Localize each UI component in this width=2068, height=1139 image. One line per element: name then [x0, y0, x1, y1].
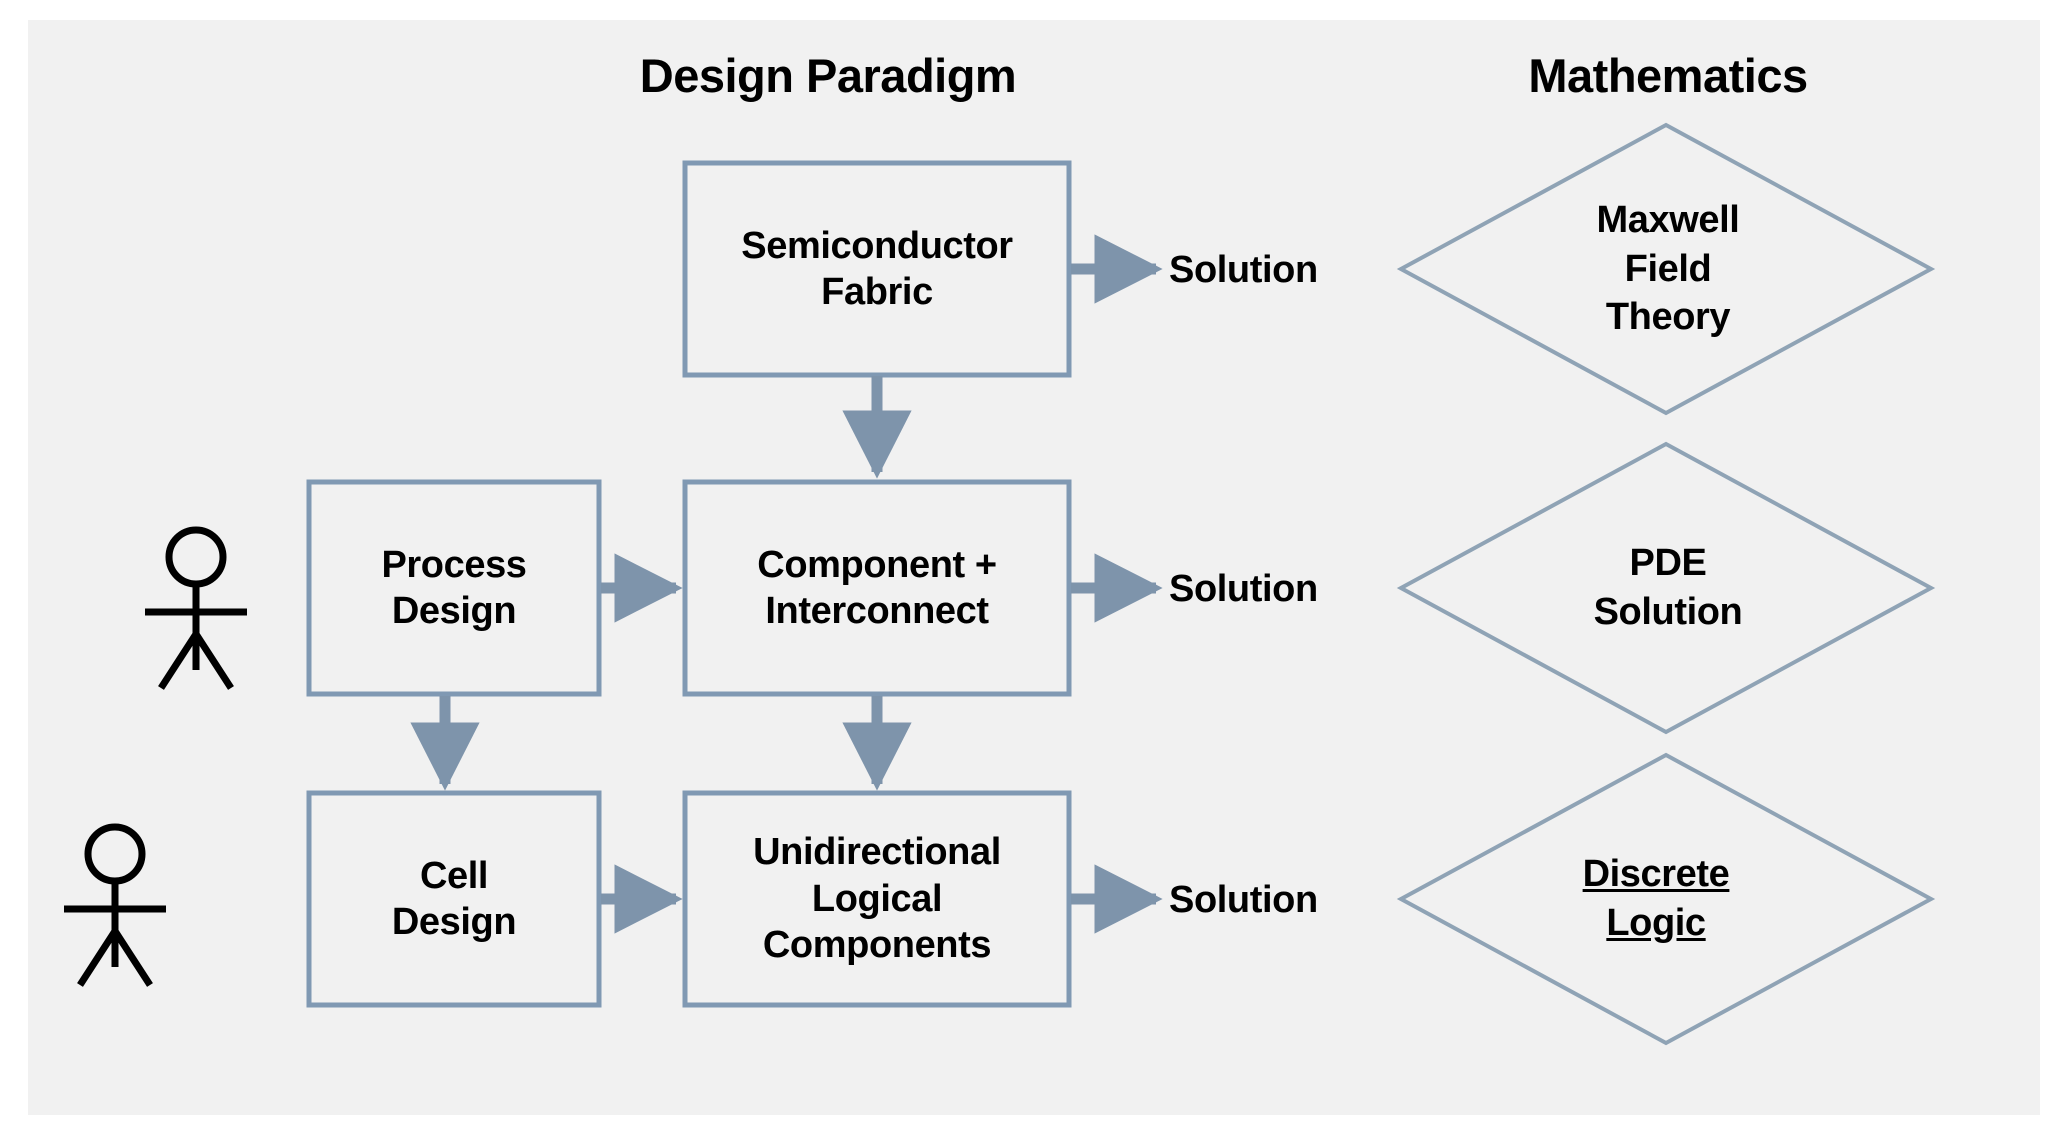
diamond-label-maxwell-field-theory: Maxwell Field Theory	[1538, 164, 1798, 374]
diamond-discrete-logic[interactable]	[1396, 752, 1936, 1046]
box-label-unidirectional-logical-components: Unidirectional Logical Components	[685, 793, 1069, 1005]
box-line: Design	[391, 590, 517, 632]
box-line: Component +	[757, 543, 997, 586]
solution-label-top: Solution	[1169, 249, 1318, 291]
box-line: Unidirectional	[753, 831, 1001, 874]
box-line: Fabric	[821, 271, 933, 313]
box-component-interconnect[interactable]	[682, 479, 1072, 697]
box-process-design[interactable]	[306, 479, 602, 697]
box-cell-design[interactable]	[306, 790, 602, 1008]
box-line: Logical	[811, 877, 943, 920]
box-line: Interconnect	[765, 590, 989, 632]
box-line: Components	[762, 924, 992, 967]
diamond-line: Field	[1624, 247, 1712, 290]
diamond-pde-solution[interactable]	[1396, 441, 1936, 735]
box-label-process-design: Process Design	[309, 482, 599, 694]
diamond-maxwell-field-theory[interactable]	[1396, 122, 1936, 416]
stick-figure-icon	[64, 823, 166, 987]
diamond-line: Maxwell	[1596, 199, 1740, 242]
diamond-line: Logic	[1606, 902, 1706, 944]
diamond-label-pde-solution: PDE Solution	[1538, 507, 1798, 669]
diamond-line: Discrete	[1582, 853, 1730, 896]
box-label-cell-design: Cell Design	[309, 793, 599, 1005]
box-label-semiconductor-fabric: Semiconductor Fabric	[685, 163, 1069, 375]
box-line: Process	[381, 543, 527, 586]
column-header-mathematics: Mathematics	[1528, 49, 1808, 102]
box-unidirectional-logical-components[interactable]	[682, 790, 1072, 1008]
diagram-canvas: Design Paradigm Mathematics Semiconducto…	[28, 20, 2040, 1115]
diamond-line: Theory	[1605, 296, 1731, 339]
diamond-line: Solution	[1593, 591, 1743, 633]
box-line: Design	[391, 901, 517, 943]
diamond-line: PDE	[1629, 542, 1707, 585]
stick-figure-icon	[145, 526, 247, 690]
diamond-label-discrete-logic: Discrete Logic	[1526, 818, 1786, 980]
box-semiconductor-fabric[interactable]	[682, 160, 1072, 378]
solution-label-bottom: Solution	[1169, 879, 1318, 921]
box-line: Cell	[419, 854, 489, 897]
column-header-design-paradigm: Design Paradigm	[639, 49, 1017, 102]
solution-label-middle: Solution	[1169, 568, 1318, 610]
box-label-component-interconnect: Component + Interconnect	[685, 482, 1069, 694]
shape-layer	[64, 122, 1936, 1046]
box-line: Semiconductor	[741, 224, 1013, 267]
